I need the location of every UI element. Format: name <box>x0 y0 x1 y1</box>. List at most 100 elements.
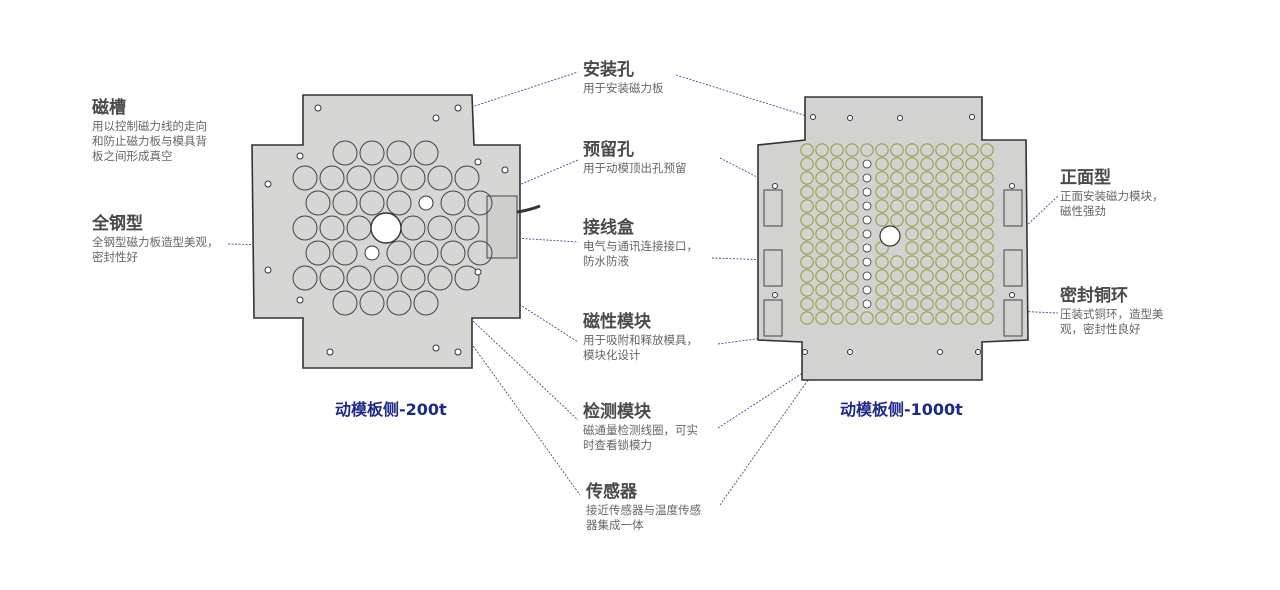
magnet-ring <box>800 171 814 185</box>
magnet-ring <box>830 143 844 157</box>
magnet-ring <box>830 255 844 269</box>
magnet-ring <box>980 255 994 269</box>
magnet-slot <box>763 189 783 227</box>
magnet-ring <box>920 143 934 157</box>
magnet-module <box>440 240 466 266</box>
magnet-ring <box>830 157 844 171</box>
magnet-module <box>332 140 358 166</box>
magnet-module <box>373 265 399 291</box>
mounting-hole <box>501 166 509 174</box>
magnet-ring <box>875 283 889 297</box>
mounting-hole <box>314 104 322 112</box>
magnet-module <box>454 265 480 291</box>
magnet-ring <box>935 297 949 311</box>
magnet-ring <box>890 171 904 185</box>
magnet-ring <box>965 185 979 199</box>
mounting-hole <box>264 180 272 188</box>
magnet-ring <box>800 227 814 241</box>
label-detection-module: 检测模块磁通量检测线圈，可实时查看锁模力 <box>583 402 698 453</box>
magnet-ring <box>905 199 919 213</box>
label-description: 压装式铜环，造型美 <box>1060 307 1164 321</box>
magnet-ring <box>845 157 859 171</box>
magnet-ring <box>950 269 964 283</box>
magnet-ring <box>845 255 859 269</box>
magnet-ring <box>800 297 814 311</box>
magnet-ring <box>905 227 919 241</box>
magnet-module <box>427 165 453 191</box>
mounting-hole <box>432 344 440 352</box>
magnet-ring <box>920 269 934 283</box>
magnet-ring <box>860 143 874 157</box>
reserved-hole <box>862 257 872 267</box>
reserved-hole <box>418 195 434 211</box>
center-hole <box>879 225 901 247</box>
magnet-module <box>359 190 385 216</box>
magnet-ring <box>980 269 994 283</box>
reserved-hole <box>862 229 872 239</box>
label-description: 用于动模顶出孔预留 <box>583 161 687 175</box>
label-title: 接线盒 <box>583 218 634 238</box>
magnet-ring <box>965 171 979 185</box>
magnet-ring <box>875 269 889 283</box>
magnet-ring <box>845 185 859 199</box>
magnet-ring <box>980 297 994 311</box>
magnet-ring <box>905 241 919 255</box>
label-description: 模块化设计 <box>583 348 641 362</box>
magnet-ring <box>800 213 814 227</box>
mounting-hole <box>772 183 778 189</box>
magnet-ring <box>845 171 859 185</box>
magnet-ring <box>980 227 994 241</box>
label-magnetic-slot: 磁槽用以控制磁力线的走向和防止磁力板与模具背板之间形成真空 <box>92 98 207 164</box>
magnet-ring <box>965 311 979 325</box>
label-title: 检测模块 <box>583 402 651 422</box>
magnet-module <box>427 265 453 291</box>
magnet-slot <box>763 299 783 337</box>
magnet-ring <box>845 297 859 311</box>
magnet-ring <box>950 213 964 227</box>
label-description: 防水防液 <box>583 254 629 268</box>
magnet-module <box>319 265 345 291</box>
magnet-ring <box>965 297 979 311</box>
magnet-ring <box>815 283 829 297</box>
magnet-ring <box>845 311 859 325</box>
magnet-ring <box>980 157 994 171</box>
magnet-ring <box>890 157 904 171</box>
magnet-module <box>454 215 480 241</box>
magnet-ring <box>905 297 919 311</box>
mounting-hole <box>296 152 304 160</box>
magnet-ring <box>830 283 844 297</box>
magnet-module <box>413 140 439 166</box>
mounting-hole <box>772 292 778 298</box>
magnet-ring <box>950 227 964 241</box>
magnet-ring <box>920 157 934 171</box>
magnet-module <box>346 265 372 291</box>
magnet-ring <box>875 213 889 227</box>
magnet-ring <box>950 185 964 199</box>
magnet-module <box>292 215 318 241</box>
label-description: 用于吸附和释放模具， <box>583 333 698 347</box>
magnet-ring <box>980 143 994 157</box>
reserved-hole <box>862 159 872 169</box>
label-title: 安装孔 <box>583 60 634 80</box>
magnet-ring <box>980 311 994 325</box>
label-title: 传感器 <box>586 482 637 502</box>
magnet-module <box>332 240 358 266</box>
magnet-ring <box>935 143 949 157</box>
caption-200t: 动模板侧-200t <box>335 400 447 419</box>
magnet-ring <box>890 143 904 157</box>
magnet-module <box>305 240 331 266</box>
magnet-ring <box>890 269 904 283</box>
center-hole <box>370 212 402 244</box>
magnet-ring <box>860 311 874 325</box>
magnet-ring <box>920 227 934 241</box>
magnet-ring <box>950 255 964 269</box>
magnet-ring <box>920 213 934 227</box>
magnet-ring <box>845 269 859 283</box>
magnet-module <box>359 290 385 316</box>
label-description: 电气与通讯连接接口， <box>583 239 698 253</box>
reserved-hole <box>862 215 872 225</box>
magnet-ring <box>815 157 829 171</box>
magnet-ring <box>890 199 904 213</box>
magnet-ring <box>890 297 904 311</box>
